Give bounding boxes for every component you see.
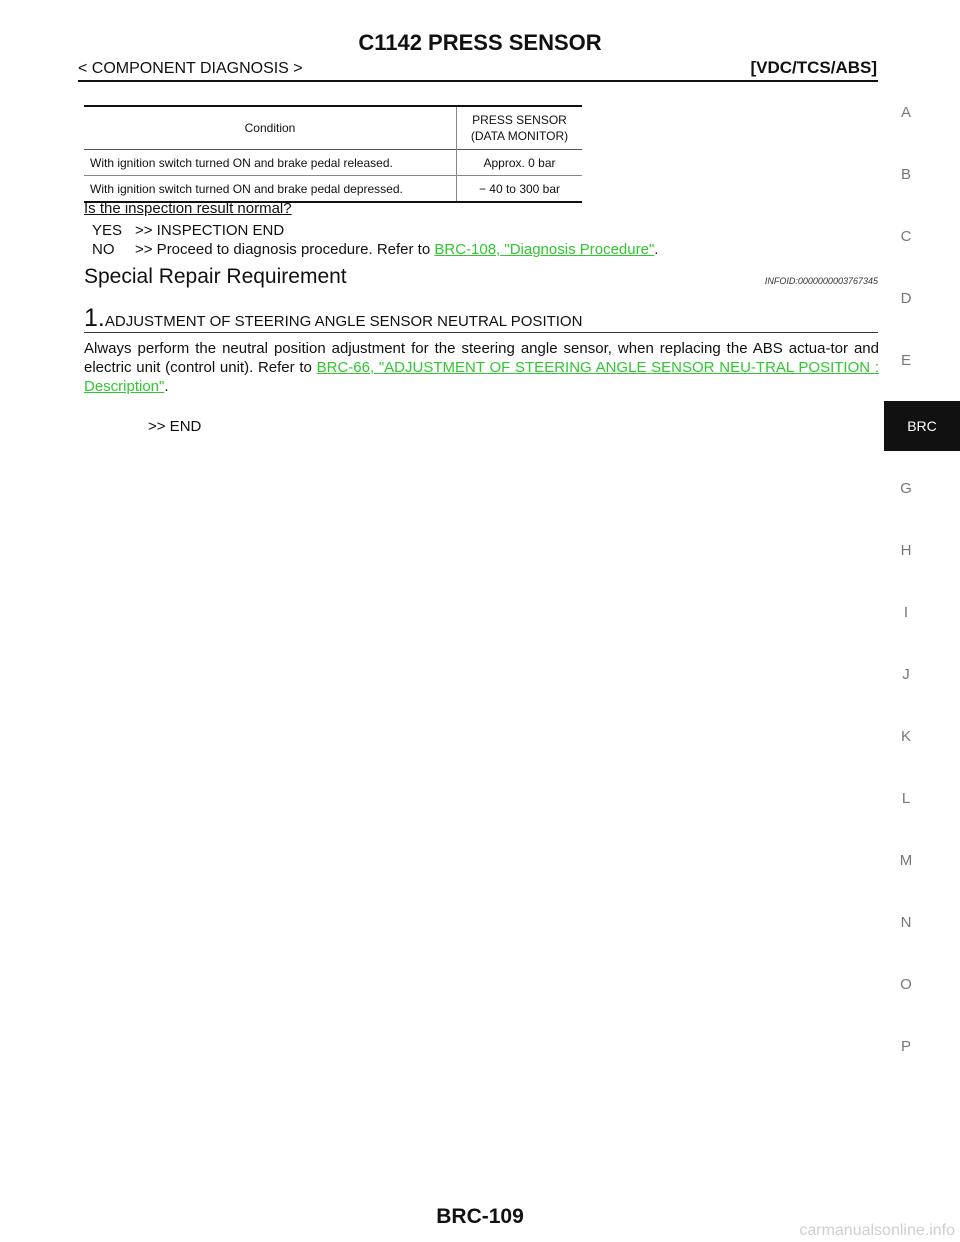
answer-yes-key: YES	[92, 222, 123, 239]
step-body-end: .	[164, 378, 169, 395]
side-letter-i[interactable]: I	[903, 604, 909, 621]
value-cell: − 40 to 300 bar	[456, 175, 582, 202]
column-header-monitor: PRESS SENSOR (DATA MONITOR)	[456, 106, 582, 150]
side-letter-n[interactable]: N	[900, 914, 912, 931]
data-monitor-table: Condition PRESS SENSOR (DATA MONITOR) Wit…	[84, 105, 582, 203]
end-marker: >> END	[148, 418, 202, 435]
table-row: With ignition switch turned ON and brake…	[84, 149, 582, 176]
step-number: 1.	[84, 304, 105, 332]
side-letter-j[interactable]: J	[902, 666, 910, 683]
answer-no-key: NO	[92, 241, 115, 258]
page-title: C1142 PRESS SENSOR	[358, 30, 602, 55]
answer-yes-text: >> INSPECTION END	[135, 222, 285, 239]
step-title: ADJUSTMENT OF STEERING ANGLE SENSOR NEUT…	[104, 313, 583, 330]
side-letter-g[interactable]: G	[900, 480, 912, 497]
side-tab-brc[interactable]: BRC	[884, 401, 960, 451]
step-rule	[84, 332, 878, 333]
answer-no-end: .	[654, 241, 659, 258]
answer-no: NO >> Proceed to diagnosis procedure. Ref…	[92, 241, 658, 258]
side-letter-l[interactable]: L	[901, 790, 911, 807]
side-letter-k[interactable]: K	[900, 728, 911, 745]
condition-cell: With ignition switch turned ON and brake…	[90, 181, 403, 196]
system-label: [VDC/TCS/ABS]	[750, 58, 877, 77]
side-letter-e[interactable]: E	[900, 352, 911, 369]
side-letter-c[interactable]: C	[900, 228, 912, 245]
side-letter-a[interactable]: A	[900, 104, 911, 121]
side-letter-m[interactable]: M	[899, 852, 913, 869]
inspection-question: Is the inspection result normal?	[84, 200, 292, 217]
adjustment-description-link[interactable]: BRC-66, "ADJUSTMENT OF STEERING ANGLE SE…	[84, 359, 879, 395]
page-number: BRC-109	[436, 1205, 524, 1228]
info-id: INFOID:0000000003767345	[764, 276, 878, 286]
side-letter-o[interactable]: O	[900, 976, 912, 993]
header-rule	[78, 80, 878, 82]
condition-cell: With ignition switch turned ON and brake…	[90, 155, 393, 170]
side-letter-d[interactable]: D	[900, 290, 912, 307]
diagnosis-procedure-link[interactable]: BRC-108, "Diagnosis Procedure"	[434, 241, 655, 258]
table-row: With ignition switch turned ON and brake…	[84, 175, 582, 202]
column-header-condition: Condition	[244, 121, 296, 135]
value-cell: Approx. 0 bar	[456, 149, 582, 176]
side-letter-h[interactable]: H	[900, 542, 912, 559]
table-header-row: Condition PRESS SENSOR (DATA MONITOR)	[84, 106, 582, 150]
answer-no-text: >> Proceed to diagnosis procedure. Refer…	[135, 241, 435, 258]
section-heading: Special Repair Requirement	[84, 265, 347, 288]
watermark: carmanualsonline.info	[799, 1222, 955, 1239]
step-body: Always perform the neutral position adju…	[84, 339, 879, 396]
answer-yes: YES >> INSPECTION END	[92, 222, 284, 239]
side-letter-p[interactable]: P	[900, 1038, 911, 1055]
side-letter-b[interactable]: B	[900, 166, 911, 183]
column-header-monitor-line2: (DATA MONITOR)	[470, 129, 569, 143]
column-header-monitor-line1: PRESS SENSOR	[472, 113, 567, 127]
step-heading: 1.ADJUSTMENT OF STEERING ANGLE SENSOR NE…	[84, 304, 582, 333]
step-body-text: Always perform the neutral position adju…	[84, 340, 879, 376]
section-label: < COMPONENT DIAGNOSIS >	[78, 60, 303, 77]
